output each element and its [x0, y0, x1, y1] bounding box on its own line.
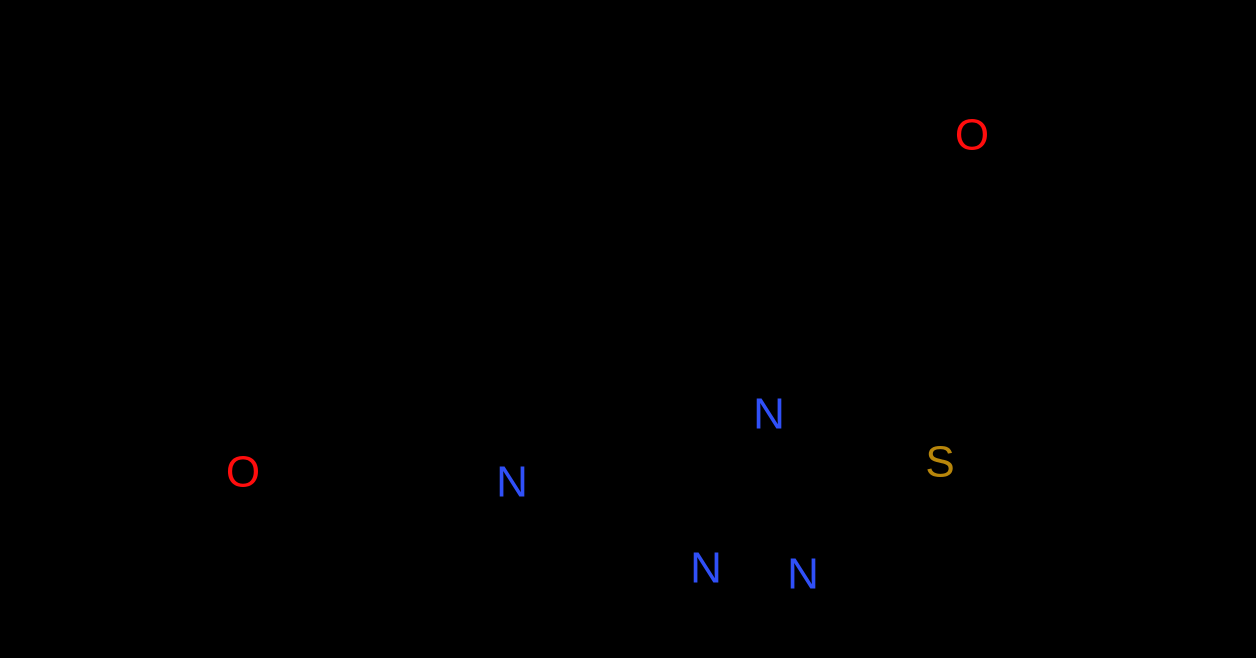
- bond-C4-C5: [845, 183, 919, 241]
- bond-C3-C4: [779, 183, 851, 255]
- bond-N3-C2: [813, 473, 858, 561]
- bond-C11-C12: [378, 377, 450, 421]
- bond-C5-O1: [913, 150, 965, 241]
- bond-C16-N4: [523, 413, 581, 471]
- atom-label-o-o1: O: [955, 111, 989, 160]
- bond-layer: [101, 55, 1107, 576]
- bond-N1-C1: [637, 420, 754, 481]
- bond-N2-N3: [723, 566, 786, 576]
- bond-N3-C2: [805, 469, 850, 557]
- bond-N1-C3: [768, 249, 785, 397]
- bond-C2-S1: [848, 462, 923, 477]
- bond-O1-C7: [987, 100, 1043, 129]
- bond-C19-C20: [444, 175, 516, 243]
- bond-C23-C24: [169, 79, 243, 123]
- bond-C26-C28: [557, 55, 603, 123]
- atom-label-n-n1: N: [753, 390, 785, 439]
- bond-O2-C14: [172, 429, 229, 465]
- bond-C6-C3: [779, 249, 906, 315]
- atom-label-n-n4: N: [496, 458, 528, 507]
- bond-C5-C6: [900, 235, 919, 315]
- bond-N1-C2: [782, 423, 854, 477]
- bond-C20-C21: [378, 117, 450, 181]
- bond-N4-C17: [509, 353, 516, 465]
- bond-N4-C11: [444, 415, 501, 471]
- atom-label-s-s1: S: [925, 438, 954, 487]
- bond-C22-C23: [237, 77, 313, 123]
- bond-C26-C27: [597, 77, 671, 123]
- bond-C18-C19: [444, 237, 516, 303]
- atom-label-n-n3: N: [787, 550, 819, 599]
- bond-C13-O2: [257, 427, 315, 465]
- bond-C1-N2: [633, 478, 694, 558]
- bond-C21-C22: [307, 77, 384, 123]
- bond-C1-C16: [575, 413, 643, 481]
- bond-C17-C18: [444, 297, 516, 359]
- bond-S1-C9: [954, 415, 1015, 455]
- bond-C12-C13: [309, 377, 384, 433]
- bond-C9-C10: [1009, 415, 1086, 465]
- bond-C19-C26: [510, 117, 603, 243]
- atom-label-n-n2: N: [690, 544, 722, 593]
- atom-label-o-o2: O: [226, 448, 260, 497]
- bond-C14-C15: [105, 429, 178, 481]
- atom-label-layer: O O S N N N N: [226, 111, 989, 599]
- bond-C1-N2: [641, 472, 701, 552]
- bond-C7-C8: [1037, 100, 1107, 155]
- bond-C24-C25: [101, 79, 175, 125]
